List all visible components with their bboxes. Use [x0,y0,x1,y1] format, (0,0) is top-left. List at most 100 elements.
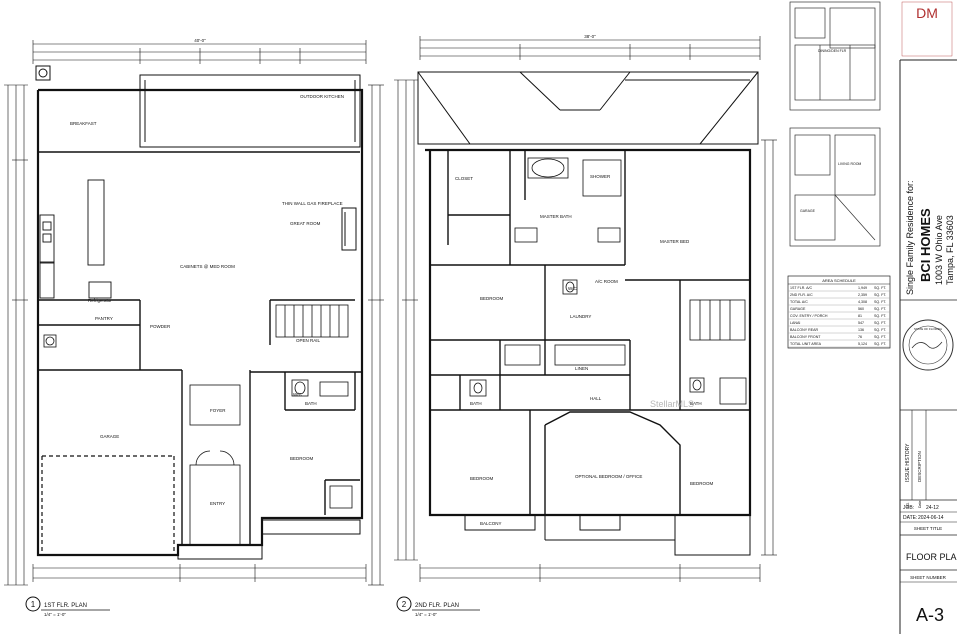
plan-label-1 [25,596,110,612]
second-floor-texts: 38'-0" CLOSET MASTER BATH MASTER BED SHO… [402,34,714,617]
fireplace-1 [341,207,357,251]
area-schedule-title: AREA SCHEDULE [822,278,856,283]
sheet-number: A-3 [916,605,944,625]
room-label-bedroom-2a: BEDROOM [480,296,504,301]
area-row-unit: SQ. FT. [874,286,886,290]
project-prefix: Single Family Residence for: [905,180,915,295]
room-label-master-bed: MASTER BED [660,239,690,244]
city-line: Tampa, FL 33603 [945,215,955,285]
area-row-name: LANAI [790,321,800,325]
exterior-walls-2 [425,148,752,517]
bath-fixtures-1 [43,334,353,509]
issue-history: ISSUE HISTORY DESCRIPTION NO. Date [905,443,922,508]
room-label-balcony-2: BALCONY [480,521,502,526]
room-label-outdoor-kitchen: OUTDOOR KITCHEN [300,94,344,99]
col-date-label: Date [918,501,922,508]
room-label-garage: GARAGE [100,434,119,439]
porch-1 [177,519,361,560]
sheet-number-label: SHEET NUMBER [910,575,946,580]
sheet-title-block: SHEET TITLE FLOOR PLAN SHEET NUMBER A-3 [906,526,957,625]
room-label-bedroom-2c: BEDROOM [690,481,714,486]
room-label-laundry: LAUNDRY [570,314,591,319]
logo-text: DM [916,5,938,21]
area-row-unit: SQ. FT. [874,293,886,297]
room-label-bedroom-2b: BEDROOM [470,476,494,481]
dimension-lines-bottom-2 [419,564,761,582]
overall-dim-top-1: 40'-0" [194,38,206,43]
job-value: 24-12 [926,505,939,511]
stairs-2 [689,299,746,341]
seal-text: STATE OF FLORIDA [914,327,942,331]
area-row-value: 560 [858,307,864,311]
stairs-1 [275,304,349,338]
key-plan-texts: DINING/DEN FLR LIVING ROOM GARAGE [800,49,861,213]
room-label-bath-1: BATH [305,401,317,406]
room-label-great-room: GREAT ROOM [290,221,321,226]
issue-history-label: ISSUE HISTORY [905,443,911,482]
area-row-value: 2,359 [858,293,867,297]
area-row-value: 5,124 [858,342,867,346]
plan-label-2 [396,596,480,612]
room-label-bath-2b: BATH [690,401,702,406]
thumb-label-garage: GARAGE [800,209,816,213]
room-label-linen: LINEN [575,366,588,371]
dimension-lines-left-1 [4,84,28,586]
area-row-unit: SQ. FT. [874,321,886,325]
room-label-pantry: PANTRY [95,316,113,321]
plan1-scale: 1/4" = 1'-0" [44,612,66,617]
area-row-unit: SQ. FT. [874,328,886,332]
area-row-name: TOTAL A/C [790,300,808,304]
area-row-name: TOTAL UNIT AREA [790,342,822,346]
plan2-title: 2ND FLR. PLAN [415,603,459,609]
engineer-seal [902,319,954,371]
area-row-name: GARAGE [790,307,806,311]
project-info: Single Family Residence for: BCI HOMES 1… [905,180,955,295]
first-floor-texts: 40'-0" BREAKFAST OUTDOOR KITCHEN GREAT R… [31,38,344,617]
builder-name: BCI HOMES [918,208,933,282]
key-plan-thumbnails [789,1,881,247]
room-label-hall: HALL [590,396,602,401]
balcony-2 [464,514,751,556]
plan1-title: 1ST FLR. PLAN [44,603,87,609]
area-row-unit: SQ. FT. [874,314,886,318]
dimension-lines-right-1 [368,84,384,586]
interior-walls-1 [38,151,362,545]
kitchen-counters-1 [39,179,112,299]
area-row-value: 136 [858,328,864,332]
sheet-title: FLOOR PLAN [906,552,957,562]
lanai-1 [35,65,361,148]
thumb-label-top: DINING/DEN FLR [818,49,847,53]
first-floor-plan [4,40,384,612]
date-value: 2024-06-14 [918,515,944,521]
area-row-unit: SQ. FT. [874,300,886,304]
room-label-closet: CLOSET [455,176,473,181]
dimension-lines-top-1 [32,40,367,64]
label-wic-1: W/C [293,392,302,397]
room-label-bath-2a: BATH [470,401,482,406]
col-no-label: NO. [906,502,910,508]
area-row-unit: SQ. FT. [874,335,886,339]
room-label-ac-room: A/C ROOM [595,279,618,284]
address-line: 1003 W Ohio Ave [934,215,944,285]
area-row-value: 76 [858,335,862,339]
room-label-bedroom-1: BEDROOM [290,456,314,461]
room-label-powder: POWDER [150,324,171,329]
room-label-foyer: FOYER [210,408,226,413]
room-label-breakfast: BREAKFAST [70,121,97,126]
area-row-unit: SQ. FT. [874,307,886,311]
dimension-lines-left-2 [394,79,418,561]
area-row-unit: SQ. FT. [874,342,886,346]
area-row-name: 1ST FLR. A/C [790,286,813,290]
roof-lines-2 [417,71,759,145]
plan2-scale: 1/4" = 1'-0" [415,612,437,617]
sheet-title-label: SHEET TITLE [914,526,942,531]
dimension-lines-bottom-1 [32,564,367,582]
description-label: DESCRIPTION [917,451,922,482]
area-row-name: COV. ENTRY / PORCH [790,314,828,318]
area-row-value: 547 [858,321,864,325]
room-label-master-bath: MASTER BATH [540,214,572,219]
